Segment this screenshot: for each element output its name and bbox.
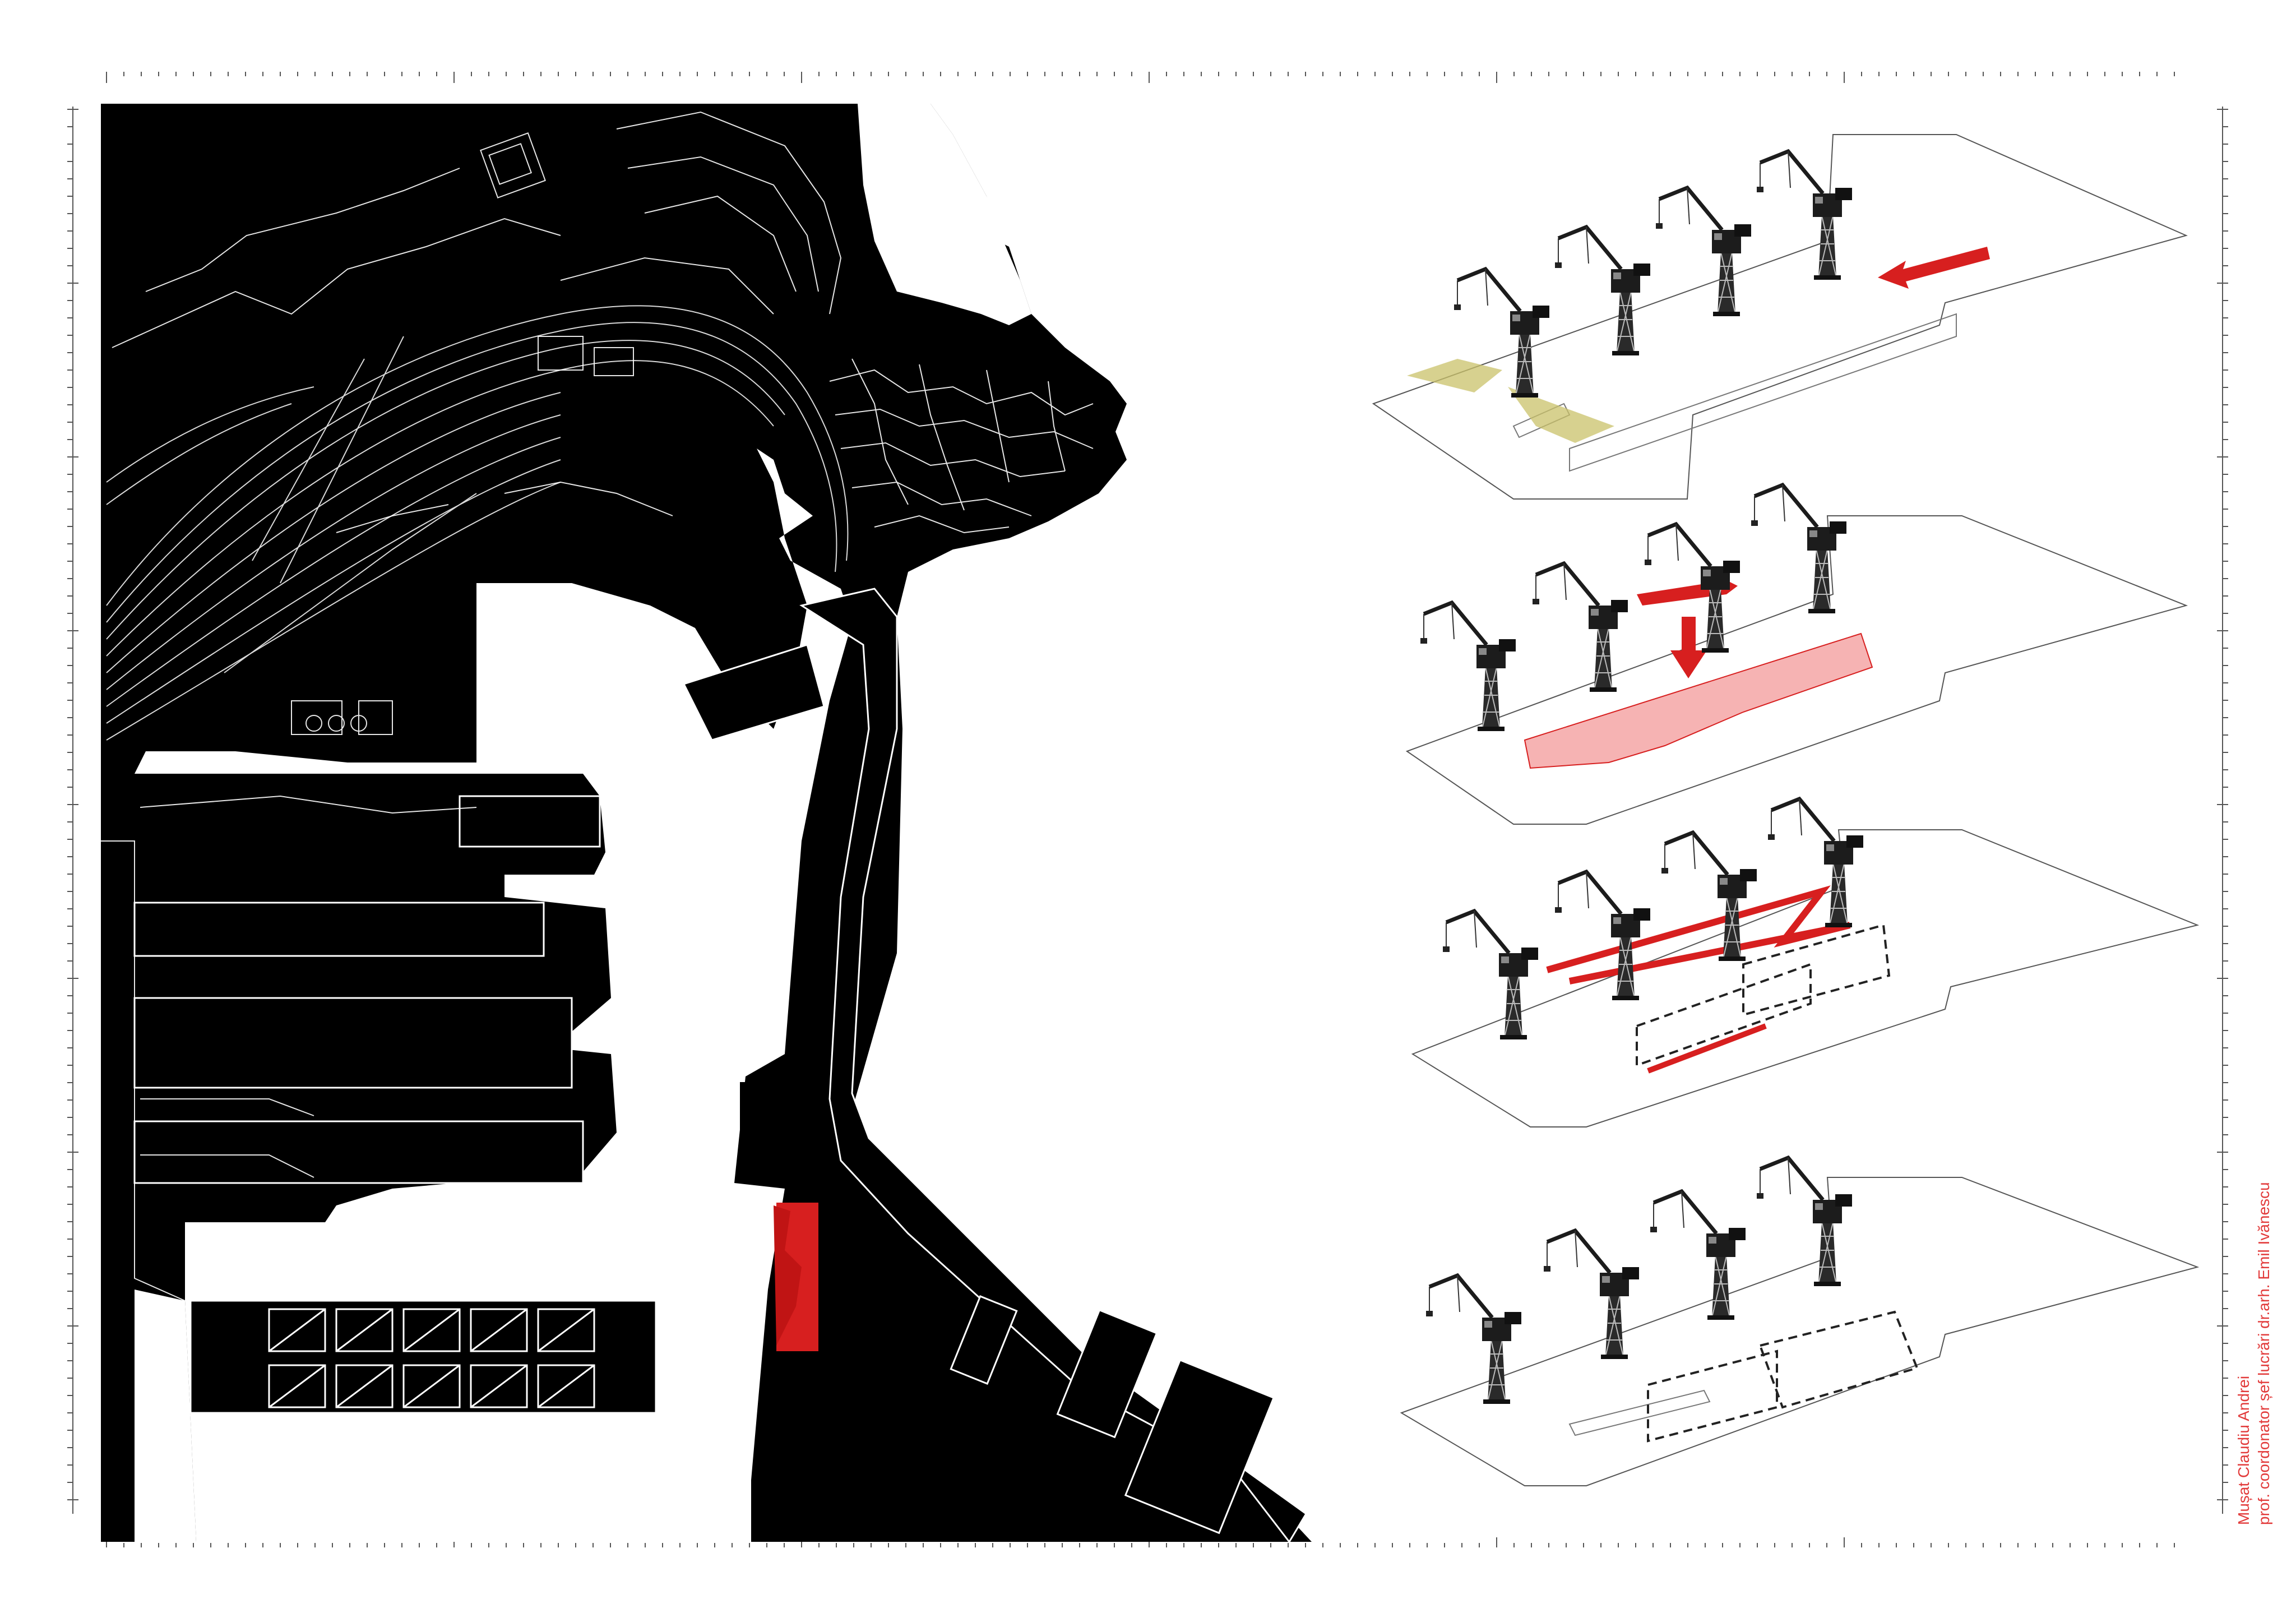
crane-icon <box>1757 151 1852 280</box>
pier-east-b <box>1056 1309 1158 1439</box>
frame-rulers <box>67 72 2228 1547</box>
rail-tracks <box>106 305 849 741</box>
platform-2 <box>1405 515 2188 825</box>
pier-2 <box>133 902 545 957</box>
dashed-volume-a <box>1636 963 1812 1067</box>
pier-east-a <box>950 1295 1018 1385</box>
pier-east-c <box>1124 1358 1275 1535</box>
pier-1 <box>459 795 601 848</box>
crane-icon <box>1420 603 1516 731</box>
warehouse-grid <box>268 1308 595 1408</box>
crane-icon <box>1544 1231 1639 1359</box>
north-basin <box>858 104 1031 325</box>
city-blocks <box>101 111 1094 1301</box>
project-site-highlight <box>774 1203 818 1351</box>
arrow-icon <box>1670 617 1707 678</box>
platform-3 <box>1411 829 2200 1127</box>
arrow-icon <box>1878 247 1990 289</box>
platform-4 <box>1400 1177 2200 1486</box>
diagram-2-ship-drop <box>1405 485 2188 825</box>
crane-icon <box>1443 911 1538 1039</box>
author-name: Mușat Claudiu Andrei <box>2235 1375 2252 1525</box>
pier-4 <box>133 1120 584 1184</box>
dashed-volume-b <box>1742 923 1891 1016</box>
platform-1 <box>1372 134 2188 500</box>
crane-icon <box>1533 563 1628 692</box>
lower-left-water <box>135 1290 196 1542</box>
crane-icon <box>1426 1276 1521 1404</box>
outer-sea <box>844 104 1323 1542</box>
crane-icon <box>1650 1191 1746 1320</box>
crane-icon <box>1768 799 1863 927</box>
site-map <box>101 104 1323 1544</box>
crane-icon <box>1555 227 1650 355</box>
credits-block: Mușat Claudiu Andrei prof. coordonator ș… <box>2234 1177 2274 1525</box>
diagram-4-volumes <box>1400 1158 2200 1486</box>
pier-5 <box>189 1300 657 1414</box>
pink-footprint <box>1524 632 1873 769</box>
piers <box>133 588 1307 1544</box>
crane-icon <box>1661 833 1757 961</box>
coordinator-name: prof. coordonator șef lucrări dr.arh. Em… <box>2255 1182 2272 1525</box>
inner-harbour <box>135 449 852 1542</box>
dashed-volume-d <box>1758 1310 1919 1409</box>
pier-3 <box>133 997 573 1089</box>
view-cone-right <box>1508 387 1614 443</box>
crane-icon <box>1555 872 1650 1000</box>
sea-areas <box>135 104 1323 1542</box>
north-quay <box>682 644 825 741</box>
dashed-volume-c <box>1647 1350 1778 1443</box>
east-breakwater <box>799 588 1307 1544</box>
view-cone-left <box>1407 359 1502 392</box>
breakwater-head <box>740 1082 790 1133</box>
diagram-3-zigzag-route <box>1411 799 2200 1127</box>
diagram-1-view-cones <box>1372 134 2188 500</box>
